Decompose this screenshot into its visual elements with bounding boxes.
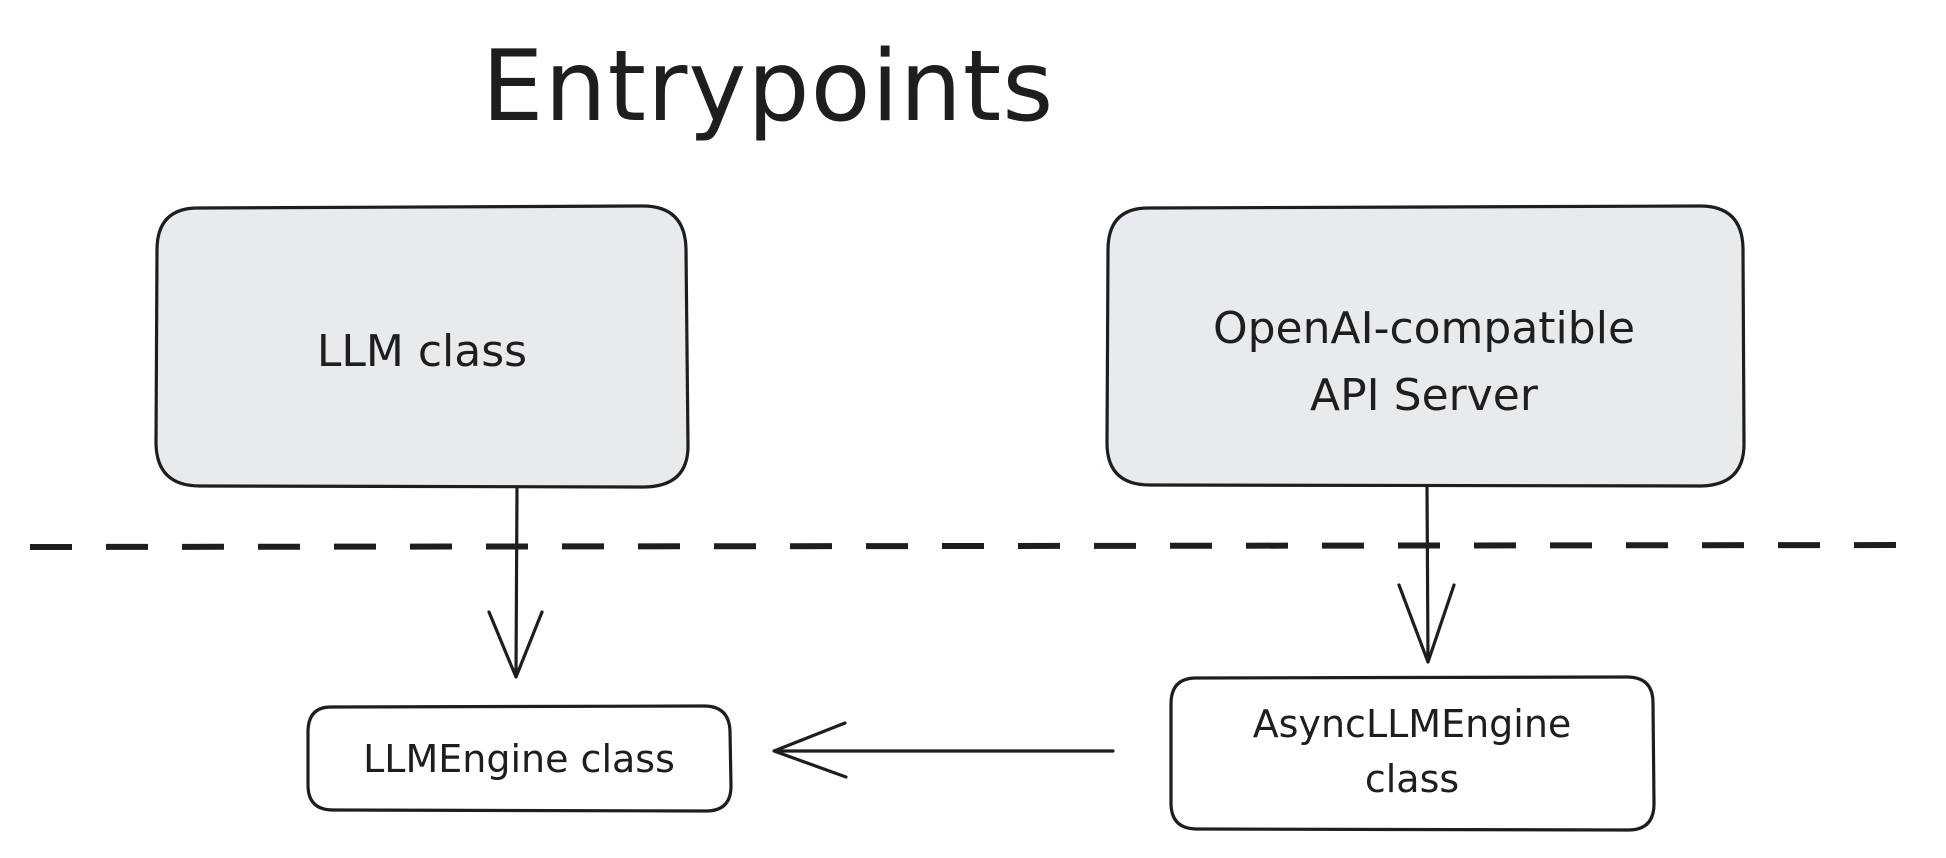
edge-api-to-asyncengine-arrowhead xyxy=(1397,583,1456,664)
edge-asyncengine-to-llmengine-arrowhead xyxy=(772,721,848,779)
edge-llm-to-llmengine xyxy=(487,485,544,679)
node-openai-api-server-label-line1: OpenAI-compatible xyxy=(1213,303,1635,354)
edge-llm-to-llmengine-arrowhead xyxy=(487,610,544,679)
diagram-title: Entrypoints xyxy=(482,30,1055,144)
edge-api-to-asyncengine xyxy=(1397,484,1456,664)
node-llm-class[interactable]: LLM class xyxy=(154,204,690,489)
node-llmengine-class-label: LLMEngine class xyxy=(363,737,675,781)
node-asyncllmengine-class[interactable]: AsyncLLMEngine class xyxy=(1169,675,1656,832)
node-llm-class-label: LLM class xyxy=(317,326,527,377)
node-llm-class-shape xyxy=(154,204,690,489)
edge-api-to-asyncengine-line xyxy=(1425,484,1430,662)
node-asyncllmengine-class-shape xyxy=(1169,675,1656,832)
node-llmengine-class-shape xyxy=(306,704,733,813)
node-asyncllmengine-class-label-line2: class xyxy=(1365,757,1459,801)
node-openai-api-server[interactable]: OpenAI-compatible API Server xyxy=(1105,204,1746,488)
edge-llm-to-llmengine-line xyxy=(514,485,519,677)
edge-asyncengine-to-llmengine xyxy=(772,721,1115,779)
node-openai-api-server-label-line2: API Server xyxy=(1310,370,1539,421)
node-asyncllmengine-class-label-line1: AsyncLLMEngine xyxy=(1253,702,1572,746)
node-llmengine-class[interactable]: LLMEngine class xyxy=(306,704,733,813)
layer-divider xyxy=(29,542,1921,550)
node-openai-api-server-shape xyxy=(1105,204,1746,488)
